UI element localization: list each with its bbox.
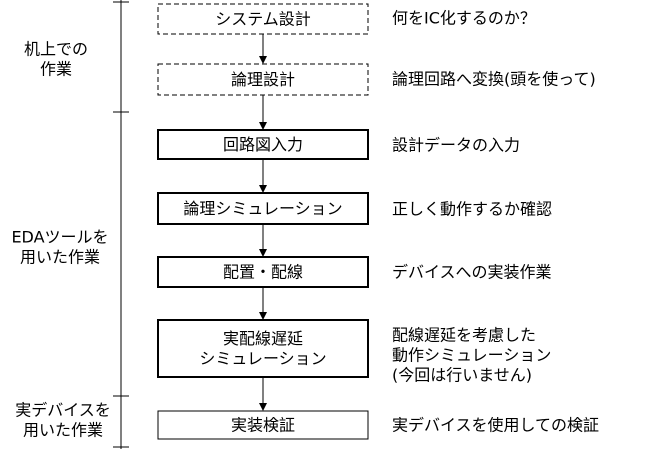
stage-box — [157, 410, 369, 440]
group-label: 作業 — [40, 60, 72, 79]
stage-label: 論理設計 — [231, 70, 295, 89]
stage-description-3: 設計データの入力 — [392, 136, 520, 155]
flow-arrow-head — [259, 185, 267, 193]
stage-description-1: 何をIC化するのか？ — [392, 9, 536, 28]
stage-label: システム設計 — [215, 10, 311, 29]
stage-layer: システム設計論理設計回路図入力論理シミュレーション配置・配線実配線遅延シミュレー… — [157, 3, 369, 440]
stage-description-4: 正しく動作するか確認 — [392, 200, 552, 219]
stage-1: システム設計 — [157, 3, 369, 35]
stage-box — [157, 256, 369, 288]
stage-description: 動作シミュレーション — [392, 346, 551, 365]
group-label: 用いた作業 — [23, 421, 103, 440]
stage-description: 設計データの入力 — [392, 136, 520, 155]
stage-3: 回路図入力 — [157, 129, 369, 160]
stage-4: 論理シミュレーション — [157, 192, 369, 225]
stage-2: 論理設計 — [157, 63, 369, 96]
group-label: 用いた作業 — [20, 248, 100, 267]
stage-description-7: 実デバイスを使用しての検証 — [392, 416, 599, 435]
stage-description-5: デバイスへの実装作業 — [392, 263, 552, 282]
stage-description: 配線遅延を考慮した — [392, 326, 536, 345]
flow-arrow-head — [259, 403, 267, 411]
stage-description: (今回は行いません) — [392, 366, 532, 385]
flow-arrow-head — [259, 122, 267, 130]
stage-description: 何をIC化するのか？ — [392, 9, 536, 28]
stage-description: 論理回路へ変換(頭を使って) — [392, 70, 596, 89]
stage-label: 配置・配線 — [223, 263, 303, 282]
group-bracket-layer — [113, 0, 129, 449]
flow-arrow-head — [259, 249, 267, 257]
stage-box — [157, 129, 369, 160]
group-label: EDAツールを — [11, 228, 108, 247]
group-label: 机上での — [24, 40, 88, 59]
stage-description: 実デバイスを使用しての検証 — [392, 416, 599, 435]
flow-arrow-head — [259, 56, 267, 64]
stage-box — [157, 319, 369, 378]
stage-box — [157, 3, 369, 35]
stage-7: 実装検証 — [157, 410, 369, 440]
stage-label: 回路図入力 — [223, 135, 303, 154]
stage-label: 実配線遅延 — [223, 329, 303, 348]
stage-description-2: 論理回路へ変換(頭を使って) — [392, 70, 596, 89]
stage-box — [157, 192, 369, 225]
stage-box — [157, 63, 369, 96]
flow-arrow-head — [259, 312, 267, 320]
stage-label: 論理シミュレーション — [183, 199, 342, 218]
group-label: 実デバイスを — [15, 401, 111, 420]
stage-description: 正しく動作するか確認 — [392, 200, 552, 219]
stage-description: デバイスへの実装作業 — [392, 263, 552, 282]
stage-label: シミュレーション — [199, 349, 326, 368]
description-layer: 何をIC化するのか？ 論理回路へ変換(頭を使って) 設計データの入力正しく動作するか… — [392, 9, 599, 435]
stage-5: 配置・配線 — [157, 256, 369, 288]
flow-arrow-layer — [259, 34, 267, 411]
stage-label: 実装検証 — [231, 416, 295, 435]
